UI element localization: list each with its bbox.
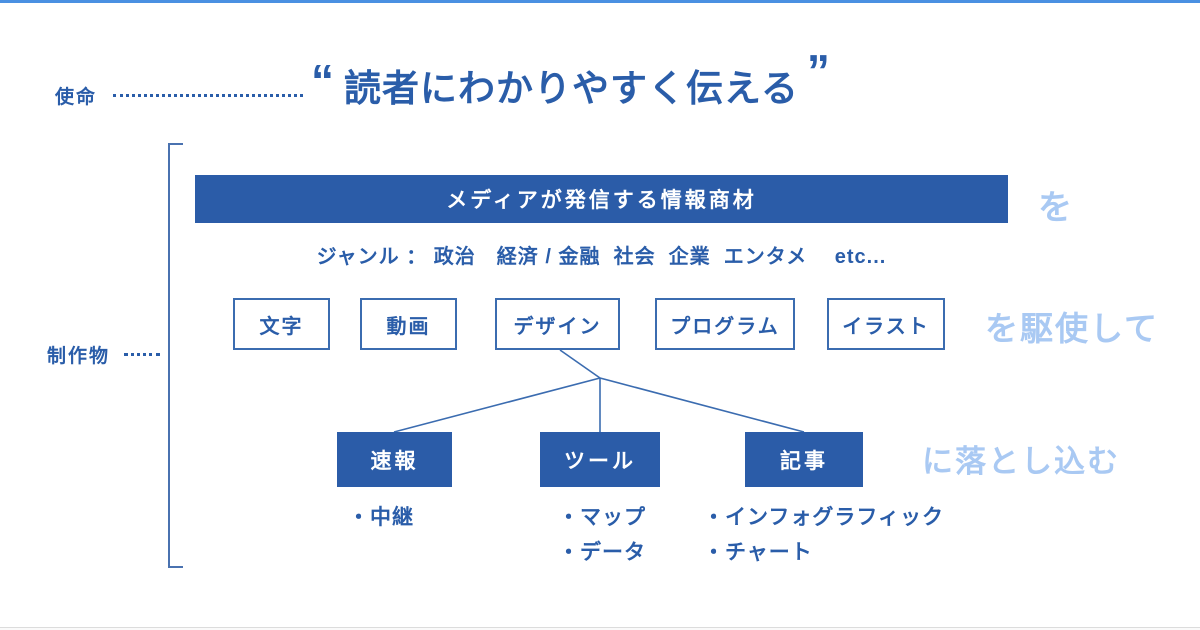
mission-title: 読者にわかりやすく伝える — [344, 68, 799, 109]
bottom-divider — [0, 627, 1200, 630]
output-box-tools: ツール — [540, 432, 660, 487]
close-quote-mark: ” — [806, 45, 830, 97]
mission-title-block: “ 読者にわかりやすく伝える ” — [311, 48, 830, 107]
particle-wo: を — [1038, 189, 1072, 227]
bullet-list-articles: ・インフォグラフィック ・チャート — [703, 500, 944, 570]
genre-line: ジャンル ： 政治 経済 / 金融 社会 企業 エンタメ etc... — [316, 246, 887, 268]
mission-label: 使命 — [55, 87, 98, 108]
bullet-item: ・インフォグラフィック — [703, 506, 944, 529]
bullet-list-breaking-news: ・中継 — [348, 500, 414, 535]
mission-dotted-leader — [113, 94, 303, 97]
bullet-list-tools: ・マップ ・データ — [558, 500, 646, 570]
bullet-item: ・マップ — [558, 506, 646, 529]
particle-kushishite: を駆使して — [985, 310, 1160, 347]
bullet-item: ・中継 — [348, 506, 414, 529]
bullet-item: ・チャート — [703, 541, 813, 564]
open-quote-mark: “ — [311, 55, 334, 107]
skill-box-program: プログラム — [655, 298, 795, 350]
bullet-item: ・データ — [558, 541, 646, 564]
deliverables-dotted-leader — [124, 353, 160, 356]
skill-box-illustration: イラスト — [827, 298, 945, 350]
banner-text: メディアが発信する情報商材 — [446, 189, 757, 212]
skill-box-video: 動画 — [360, 298, 457, 350]
deliverables-bracket — [168, 143, 183, 568]
output-box-breaking-news: 速報 — [337, 432, 452, 487]
deliverables-label: 制作物 — [47, 346, 111, 367]
output-box-articles: 記事 — [745, 432, 863, 487]
top-accent-bar — [0, 0, 1200, 3]
skill-box-design: デザイン — [495, 298, 620, 350]
particle-otoshikomu: に落とし込む — [922, 444, 1120, 479]
skill-box-text: 文字 — [233, 298, 330, 350]
media-product-banner: メディアが発信する情報商材 — [195, 175, 1008, 223]
